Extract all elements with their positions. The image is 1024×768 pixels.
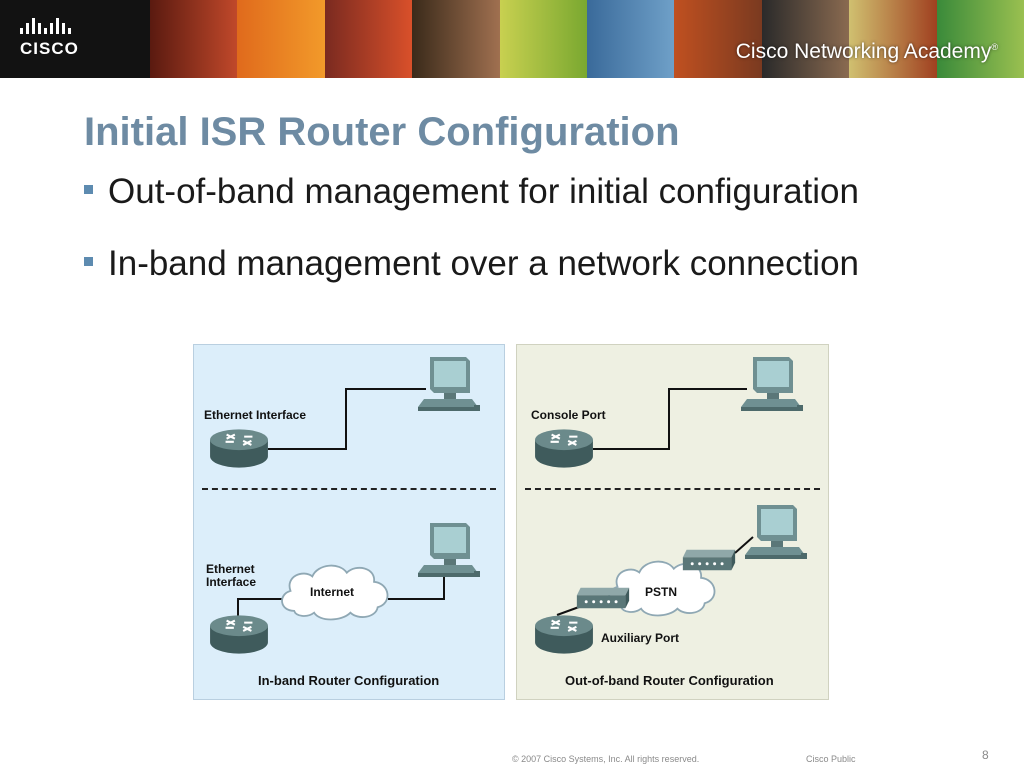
ethernet-interface-label: Ethernet Interface <box>206 562 257 589</box>
computer-icon <box>743 503 807 567</box>
copyright-text: © 2007 Cisco Systems, Inc. All rights re… <box>512 754 700 764</box>
bullet-text: Out-of-band management for initial confi… <box>108 172 859 211</box>
bullet-item: In-band management over a network connec… <box>84 244 859 316</box>
out-of-band-caption: Out-of-band Router Configuration <box>565 673 774 688</box>
divider-line <box>202 488 496 490</box>
computer-icon <box>416 521 480 585</box>
academy-title: Cisco Networking Academy® <box>736 40 998 64</box>
cisco-logo-text: CISCO <box>20 39 79 58</box>
router-config-diagram: Ethernet Interface Internet Ethernet Int… <box>193 344 829 700</box>
router-icon <box>533 613 595 655</box>
square-bullet-icon <box>84 257 93 266</box>
modem-icon <box>681 547 737 573</box>
slide-title: Initial ISR Router Configuration <box>84 110 680 154</box>
cisco-bridge-icon <box>20 18 71 34</box>
console-port-label: Console Port <box>531 408 606 422</box>
out-of-band-panel: Console Port PSTN Auxiliary Port Out-of-… <box>516 344 829 700</box>
page-number: 8 <box>982 748 989 762</box>
bullet-item: Out-of-band management for initial confi… <box>84 172 859 244</box>
banner-photo-strip <box>150 0 1024 78</box>
academy-title-text: Cisco Networking Academy <box>735 40 992 63</box>
in-band-connections <box>237 388 445 621</box>
bullet-list: Out-of-band management for initial confi… <box>84 172 859 316</box>
bullet-text: In-band management over a network connec… <box>108 244 860 283</box>
pstn-cloud-label: PSTN <box>645 585 678 599</box>
modem-icon <box>575 585 631 611</box>
router-icon <box>533 427 595 469</box>
registered-mark: ® <box>991 42 998 52</box>
square-bullet-icon <box>84 185 93 194</box>
auxiliary-port-label: Auxiliary Port <box>601 631 680 645</box>
ethernet-interface-label: Ethernet Interface <box>204 408 307 422</box>
computer-icon <box>739 355 803 419</box>
computer-icon <box>416 355 480 419</box>
in-band-caption: In-band Router Configuration <box>258 673 440 688</box>
in-band-panel: Ethernet Interface Internet Ethernet Int… <box>193 344 505 700</box>
router-icon <box>208 427 270 469</box>
out-of-band-connections <box>556 388 754 616</box>
router-icon <box>208 613 270 655</box>
classification-text: Cisco Public <box>806 754 856 764</box>
divider-line <box>525 488 820 490</box>
cisco-logo[interactable]: CISCO <box>0 0 150 78</box>
header-banner: CISCO Cisco Networking Academy® <box>0 0 1024 78</box>
internet-cloud-label: Internet <box>310 585 355 599</box>
